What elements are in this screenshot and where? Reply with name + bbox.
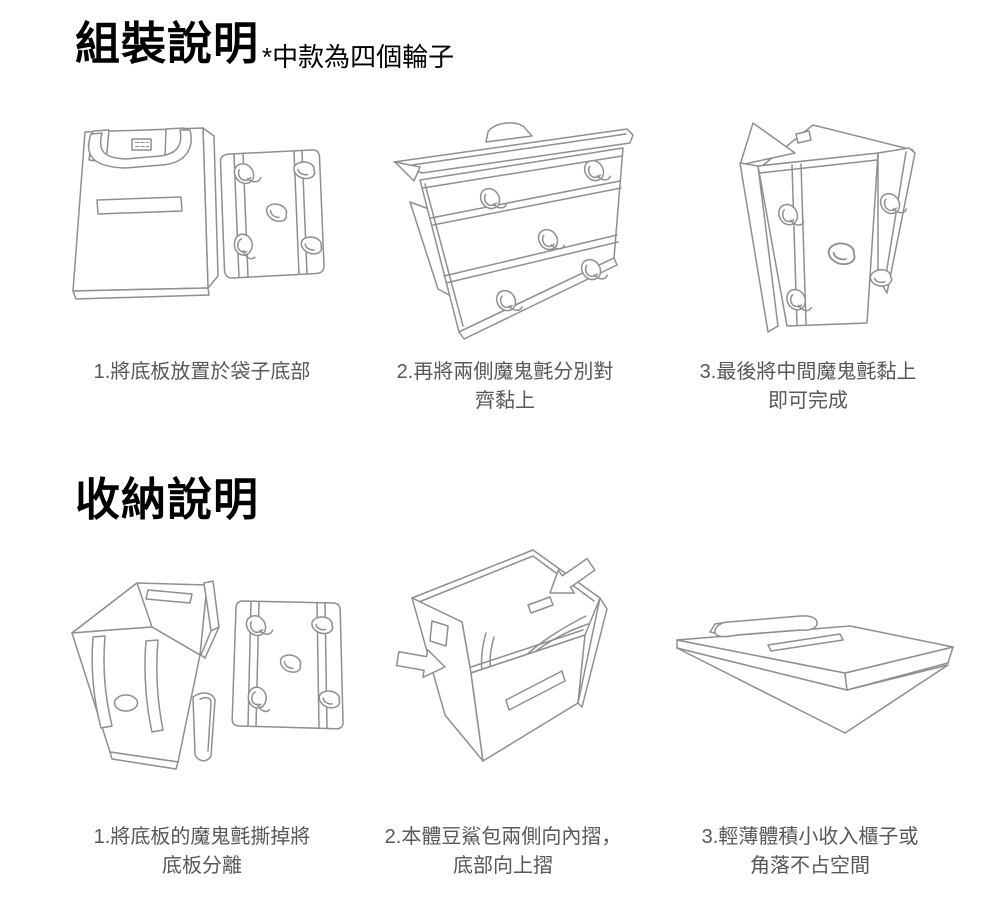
open-box-drawing [411,549,608,762]
assembly-step-3-caption: 3.最後將中間魔鬼氈黏上 即可完成 [699,361,917,412]
storage-step-2-caption: 2.本體豆鯊包兩側向內摺， 底部向上摺 [384,826,622,877]
assembly-step-1-caption: 1.將底板放置於袋子底部 [93,361,311,383]
tote-bag-drawing [72,127,219,300]
storage-section-title: 收納說明 [75,474,260,525]
base-board-drawing [219,149,325,279]
velcro-tab-icon [293,161,316,180]
wheel-variant-note: *中款為四個輪子 [262,42,455,72]
assembly-section-title: 組裝說明 [75,18,260,69]
illustration-detach-base-board [55,570,355,805]
storage-step-1-caption: 1.將底板的魔鬼氈撕掉將 底板分離 [93,826,311,877]
flat-folded-bag-drawing [676,615,954,734]
velcro-tab-icon [827,242,856,266]
illustration-fold-sides-inward [390,545,635,807]
assembly-step-2-caption: 2.再將兩側魔鬼氈分別對 齊黏上 [396,361,614,412]
detached-base-board-drawing [231,600,344,730]
illustration-attach-side-velcro [390,118,655,350]
arrow-icon [395,648,446,679]
brand-badge [131,138,152,151]
storage-step-3-caption: 3.輕薄體積小收入櫃子或 角落不占空間 [701,826,919,877]
arrow-icon [549,557,596,594]
velcro-tab-icon [311,616,334,635]
bag-with-board-inserted-drawing [393,122,634,340]
bag-folded-upright-drawing [739,122,916,333]
illustration-folded-flat [660,590,980,775]
upside-down-bag-drawing [71,580,220,770]
illustration-place-base-board [60,110,350,345]
illustration-attach-middle-velcro [700,110,950,350]
